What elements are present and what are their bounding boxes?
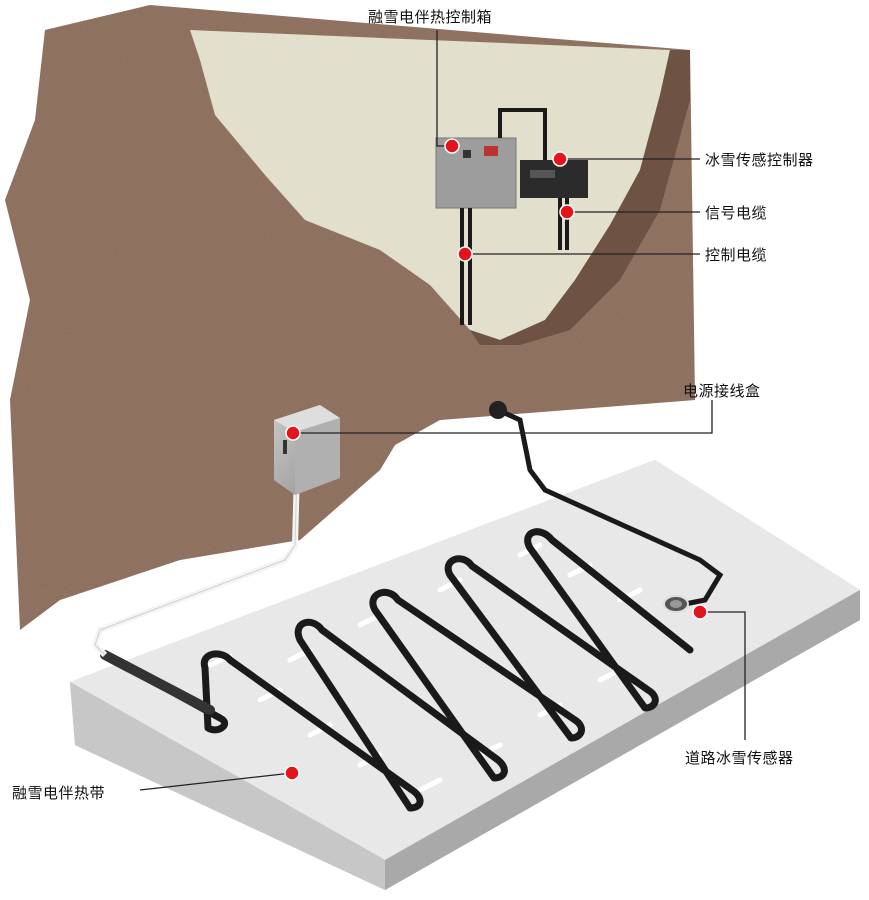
wall-cables [460,108,569,325]
marker-control-cable [457,246,473,262]
marker-control-box [444,138,460,154]
label-control-cable: 控制电缆 [705,246,768,264]
label-signal-cable: 信号电缆 [705,204,768,222]
label-road-sensor: 道路冰雪传感器 [685,749,794,767]
label-heating-cable: 融雪电伴热带 [12,784,106,802]
marker-heating-cable [284,765,300,781]
sensor-cable [496,407,724,608]
label-junction-box: 电源接线盒 [683,382,761,400]
inner-wall [190,30,670,340]
marker-signal-cable [559,204,575,220]
cable-end [100,650,215,715]
label-snow-controller: 冰雪传感控制器 [705,151,814,169]
wall-entry-hole [489,401,507,419]
concrete-slab [70,460,860,890]
slab-top [70,460,860,860]
road-sensor [663,595,689,613]
marker-road-sensor [692,604,708,620]
marker-junction-box [285,425,301,441]
heating-cable [101,528,694,812]
markers [284,138,708,781]
marker-snow-controller [552,151,568,167]
leader-lines [139,30,746,791]
junction-box [274,405,340,495]
label-control-box: 融雪电伴热控制箱 [368,8,493,26]
snow-controller [520,160,588,198]
